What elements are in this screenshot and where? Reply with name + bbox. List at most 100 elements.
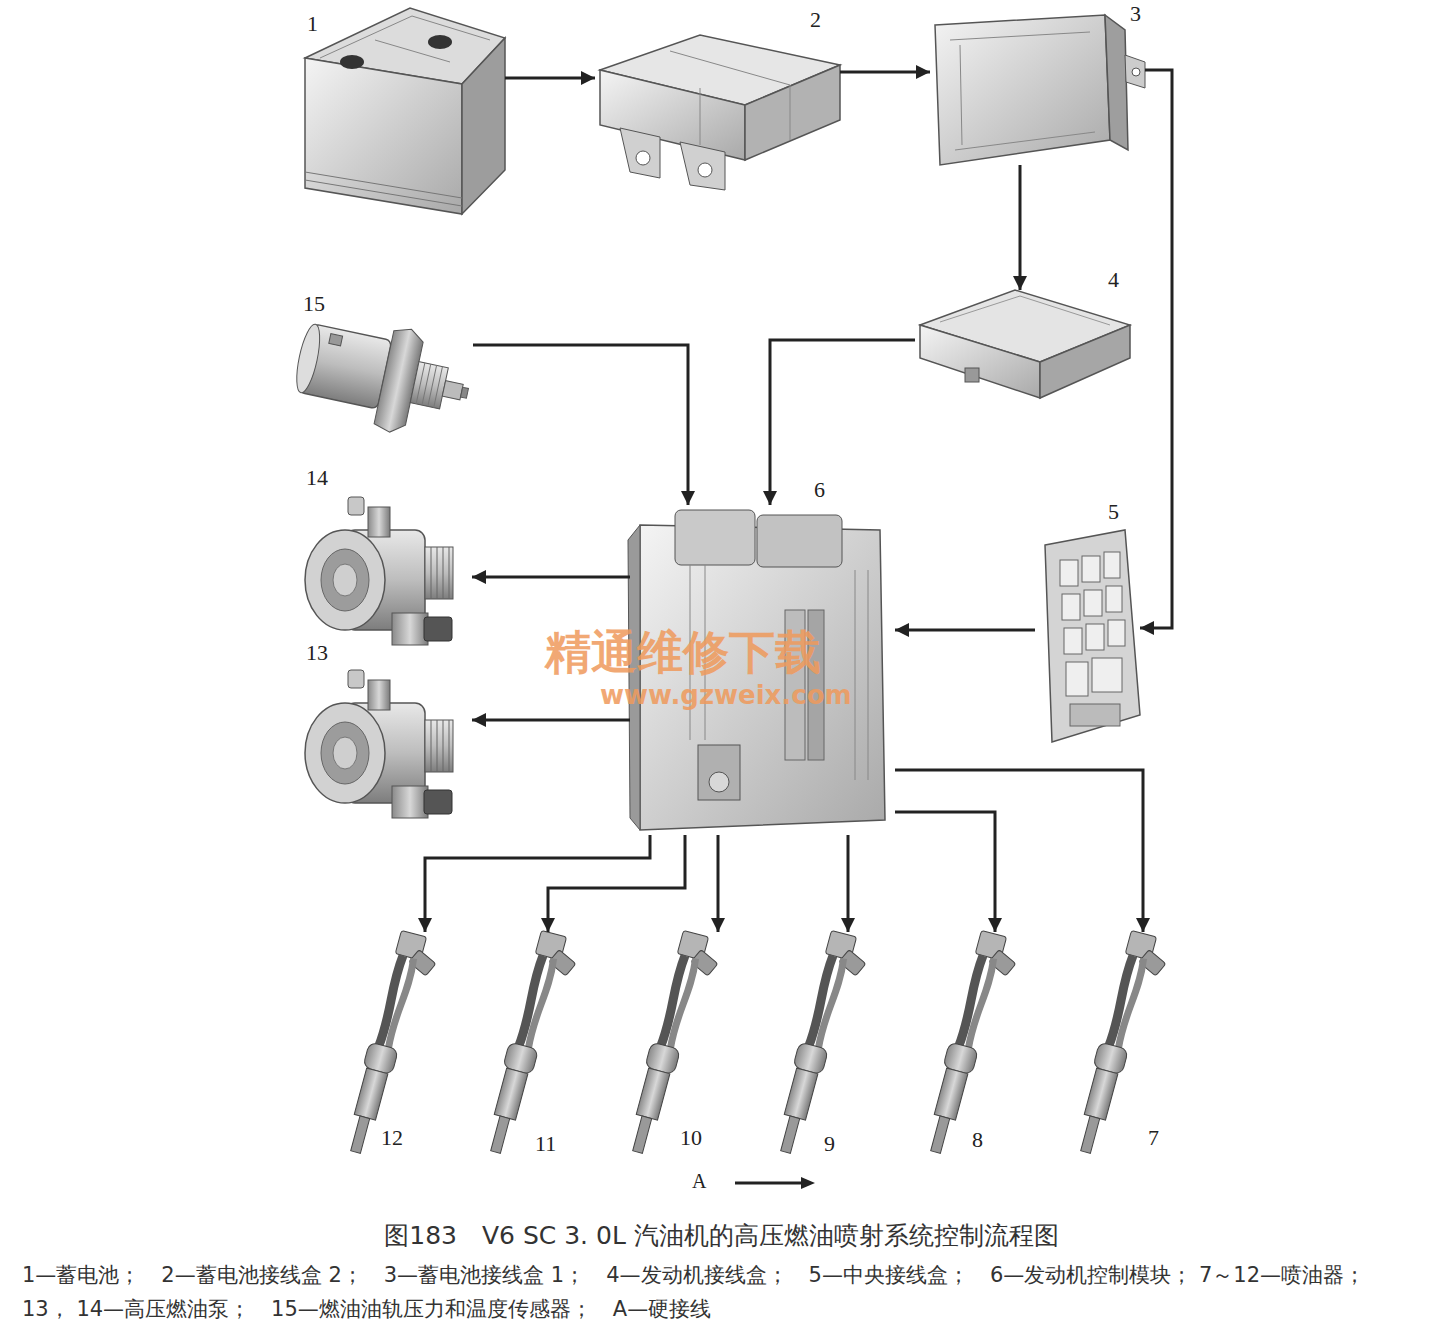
callout-number: 3 — [1128, 2, 1143, 26]
control-module-picture — [709, 772, 729, 792]
arrow-connector — [895, 770, 1143, 932]
junction-box-picture — [1125, 55, 1145, 88]
callout-number: 1 — [305, 12, 320, 36]
control-module-picture — [757, 515, 842, 567]
junction-box-picture — [950, 32, 1095, 150]
junction-box-picture — [920, 290, 1130, 398]
junction-box-picture — [1062, 594, 1080, 620]
junction-box-picture — [1060, 560, 1078, 586]
component-node: 9 — [770, 932, 865, 1154]
arrow-connector — [1140, 70, 1172, 628]
junction-box-picture — [600, 70, 745, 160]
junction-box-picture — [1084, 590, 1102, 616]
pump-picture — [305, 497, 453, 645]
callout-number: 9 — [822, 1132, 837, 1156]
callout-number: 4 — [1106, 268, 1121, 292]
junction-box-picture — [1105, 15, 1128, 150]
junction-box-picture — [600, 35, 840, 190]
junction-box-picture — [698, 163, 712, 177]
watermark: 精通维修下载 — [545, 622, 821, 684]
injector-picture — [1071, 930, 1172, 1160]
sensor-picture — [410, 362, 448, 409]
battery-picture — [305, 8, 505, 214]
sensor-picture — [288, 308, 478, 446]
sensor-picture — [329, 334, 343, 346]
component-node: 13 — [300, 668, 472, 818]
junction-box-picture — [1132, 68, 1140, 76]
junction-box-picture — [1104, 552, 1120, 578]
arrow-connector — [895, 812, 995, 932]
arrow-connector — [425, 835, 650, 932]
callout-number: 15 — [301, 292, 327, 316]
junction-box-picture — [920, 325, 1040, 398]
junction-box-picture — [940, 296, 1110, 325]
component-node: 5 — [1035, 530, 1140, 740]
junction-box-picture — [636, 151, 650, 165]
sensor-picture — [292, 322, 324, 394]
injector-picture — [481, 930, 582, 1160]
junction-box-picture — [1106, 586, 1122, 612]
callout-number: 5 — [1106, 500, 1121, 524]
arrow-connector — [1019, 165, 1022, 290]
junction-box-picture — [670, 51, 790, 145]
component-node: 14 — [300, 495, 472, 650]
sensor-picture — [416, 363, 442, 408]
watermark: www.gzweix.com — [600, 680, 852, 710]
callout-number: 11 — [533, 1132, 558, 1156]
callout-number: 10 — [678, 1126, 704, 1150]
junction-box-picture — [1064, 628, 1082, 654]
arrow-connector — [895, 629, 1035, 632]
component-node: 10 — [622, 932, 717, 1154]
legend-key: A — [692, 1170, 706, 1193]
battery-picture — [305, 58, 462, 214]
component-node: 15 — [298, 322, 473, 445]
callout-number: 14 — [304, 466, 330, 490]
arrow-connector — [840, 71, 930, 74]
component-node: 4 — [915, 290, 1130, 400]
injector-picture — [921, 930, 1022, 1160]
arrow-connector — [717, 835, 720, 932]
battery-picture — [320, 16, 490, 58]
component-node: 2 — [595, 30, 840, 190]
arrow-connector — [548, 835, 685, 932]
junction-box-picture — [1060, 552, 1125, 696]
battery-picture — [462, 38, 505, 214]
callout-number: 7 — [1146, 1126, 1161, 1150]
injector-picture — [341, 930, 442, 1160]
battery-picture — [340, 55, 364, 69]
figure-title: 图183 V6 SC 3. 0L 汽油机的高压燃油喷射系统控制流程图 — [0, 1220, 1443, 1252]
junction-box-picture — [620, 128, 660, 178]
arrow-connector — [770, 340, 915, 505]
component-node: 3 — [930, 15, 1145, 165]
junction-box-picture — [1086, 624, 1104, 650]
arrow-connector — [847, 835, 850, 932]
injector-picture — [623, 930, 724, 1160]
component-node: 11 — [480, 932, 575, 1154]
callout-number: 13 — [304, 641, 330, 665]
junction-box-picture — [745, 65, 840, 160]
junction-box-picture — [680, 142, 725, 190]
hardwire-arrow — [801, 1177, 815, 1189]
callout-number: 8 — [970, 1128, 985, 1152]
junction-box-picture — [935, 15, 1145, 165]
battery-picture — [305, 172, 462, 206]
arrow-connector — [472, 576, 630, 579]
sensor-picture — [461, 387, 469, 398]
injector-picture — [771, 930, 872, 1160]
junction-box-picture — [935, 15, 1110, 165]
junction-box-picture — [1082, 556, 1100, 582]
callout-number: 2 — [808, 8, 823, 32]
component-node: 8 — [920, 932, 1015, 1154]
battery-picture — [428, 35, 452, 49]
arrow-connector — [473, 345, 688, 505]
junction-box-picture — [1070, 704, 1120, 726]
hardwire-arrow — [735, 1177, 815, 1189]
junction-box-picture — [1092, 658, 1122, 692]
callout-number: 12 — [379, 1126, 405, 1150]
arrow-connector — [472, 719, 630, 722]
junction-box-picture — [1108, 620, 1125, 646]
control-module-picture — [675, 510, 755, 565]
junction-box-picture — [965, 368, 979, 382]
junction-box-picture — [1045, 530, 1140, 742]
